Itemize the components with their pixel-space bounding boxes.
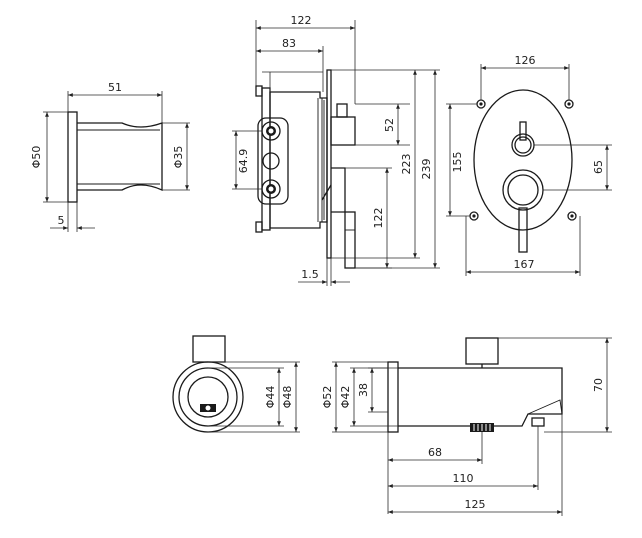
spout-end-view: Φ44 Φ48 [172,335,300,433]
spout-diverter-cap [465,337,499,365]
spout-outer-circle [172,361,244,433]
dim-flange-diameter: Φ52 [321,386,334,409]
mounting-tab-br [567,211,577,221]
dim-overall-width: 167 [514,258,535,271]
mixer-knob [502,169,544,211]
dim-box-depth: 83 [282,37,296,50]
body-side-view: 122 83 64.9 52 122 223 239 [232,14,440,286]
dim-overall-depth: 122 [291,14,312,27]
back-tab-top [255,85,263,97]
diverter-lever [519,121,527,141]
dim-outlet-length: 68 [428,446,442,459]
dim-spout-height: 70 [592,378,605,392]
spout-body [398,367,563,427]
dim-body-diameter: Φ42 [339,386,352,409]
escutcheon-plate [473,89,573,231]
dim-port-spacing: 64.9 [237,149,250,174]
valve-body [257,117,289,205]
spout-nozzle-bevel [527,399,563,415]
back-tab-bottom [255,221,263,233]
upper-spindle [330,116,356,146]
dim-overall-length: 125 [465,498,486,511]
diverter-cap [192,335,226,363]
spout-flange [387,361,399,433]
dim-collar-height: 38 [357,383,370,397]
dim-plate-width: 126 [515,54,536,67]
handle-edge [77,129,160,185]
dim-spindle-offset: 65 [592,160,605,174]
dim-inner-diameter: Φ44 [264,386,277,409]
port-bottom [261,179,281,199]
box-back-flange [261,87,271,231]
spout-side-view: Φ52 Φ42 38 70 68 110 125 [321,337,612,516]
handle-side-view: 51 Φ50 Φ35 5 [30,81,190,232]
dim-head-diameter: Φ50 [30,146,43,169]
dim-plate-thickness: 1.5 [301,268,319,281]
port-middle [262,152,280,170]
lower-handle [344,211,356,269]
dim-handle-length: 51 [108,81,122,94]
dim-outer-diameter: Φ48 [281,386,294,409]
spout-outlet-tip [531,417,545,427]
dim-plate-height: 239 [420,159,433,180]
front-view: 126 155 65 167 [446,54,612,276]
dim-shaft-diameter: Φ35 [172,146,185,169]
lower-spindle-housing [331,167,346,213]
mounting-tab-bl [469,211,479,221]
dim-lower-height: 122 [372,208,385,229]
port-top [261,121,281,141]
mixer-lever [518,207,528,253]
handle-flange [67,111,78,203]
dim-upper-height: 52 [383,118,396,132]
dim-spout-length: 110 [453,472,474,485]
mounting-tab-tl [476,99,486,109]
box-ribs [317,98,325,222]
valve-box [269,91,328,229]
handle-lever [77,122,163,192]
upper-spindle-tip [336,103,348,118]
dim-front-plate-height: 155 [451,152,464,173]
lower-spindle-chamfer [321,184,332,201]
mounting-tab-tr [564,99,574,109]
dim-flange-thickness: 5 [58,214,65,227]
dim-total-height: 223 [400,154,413,175]
